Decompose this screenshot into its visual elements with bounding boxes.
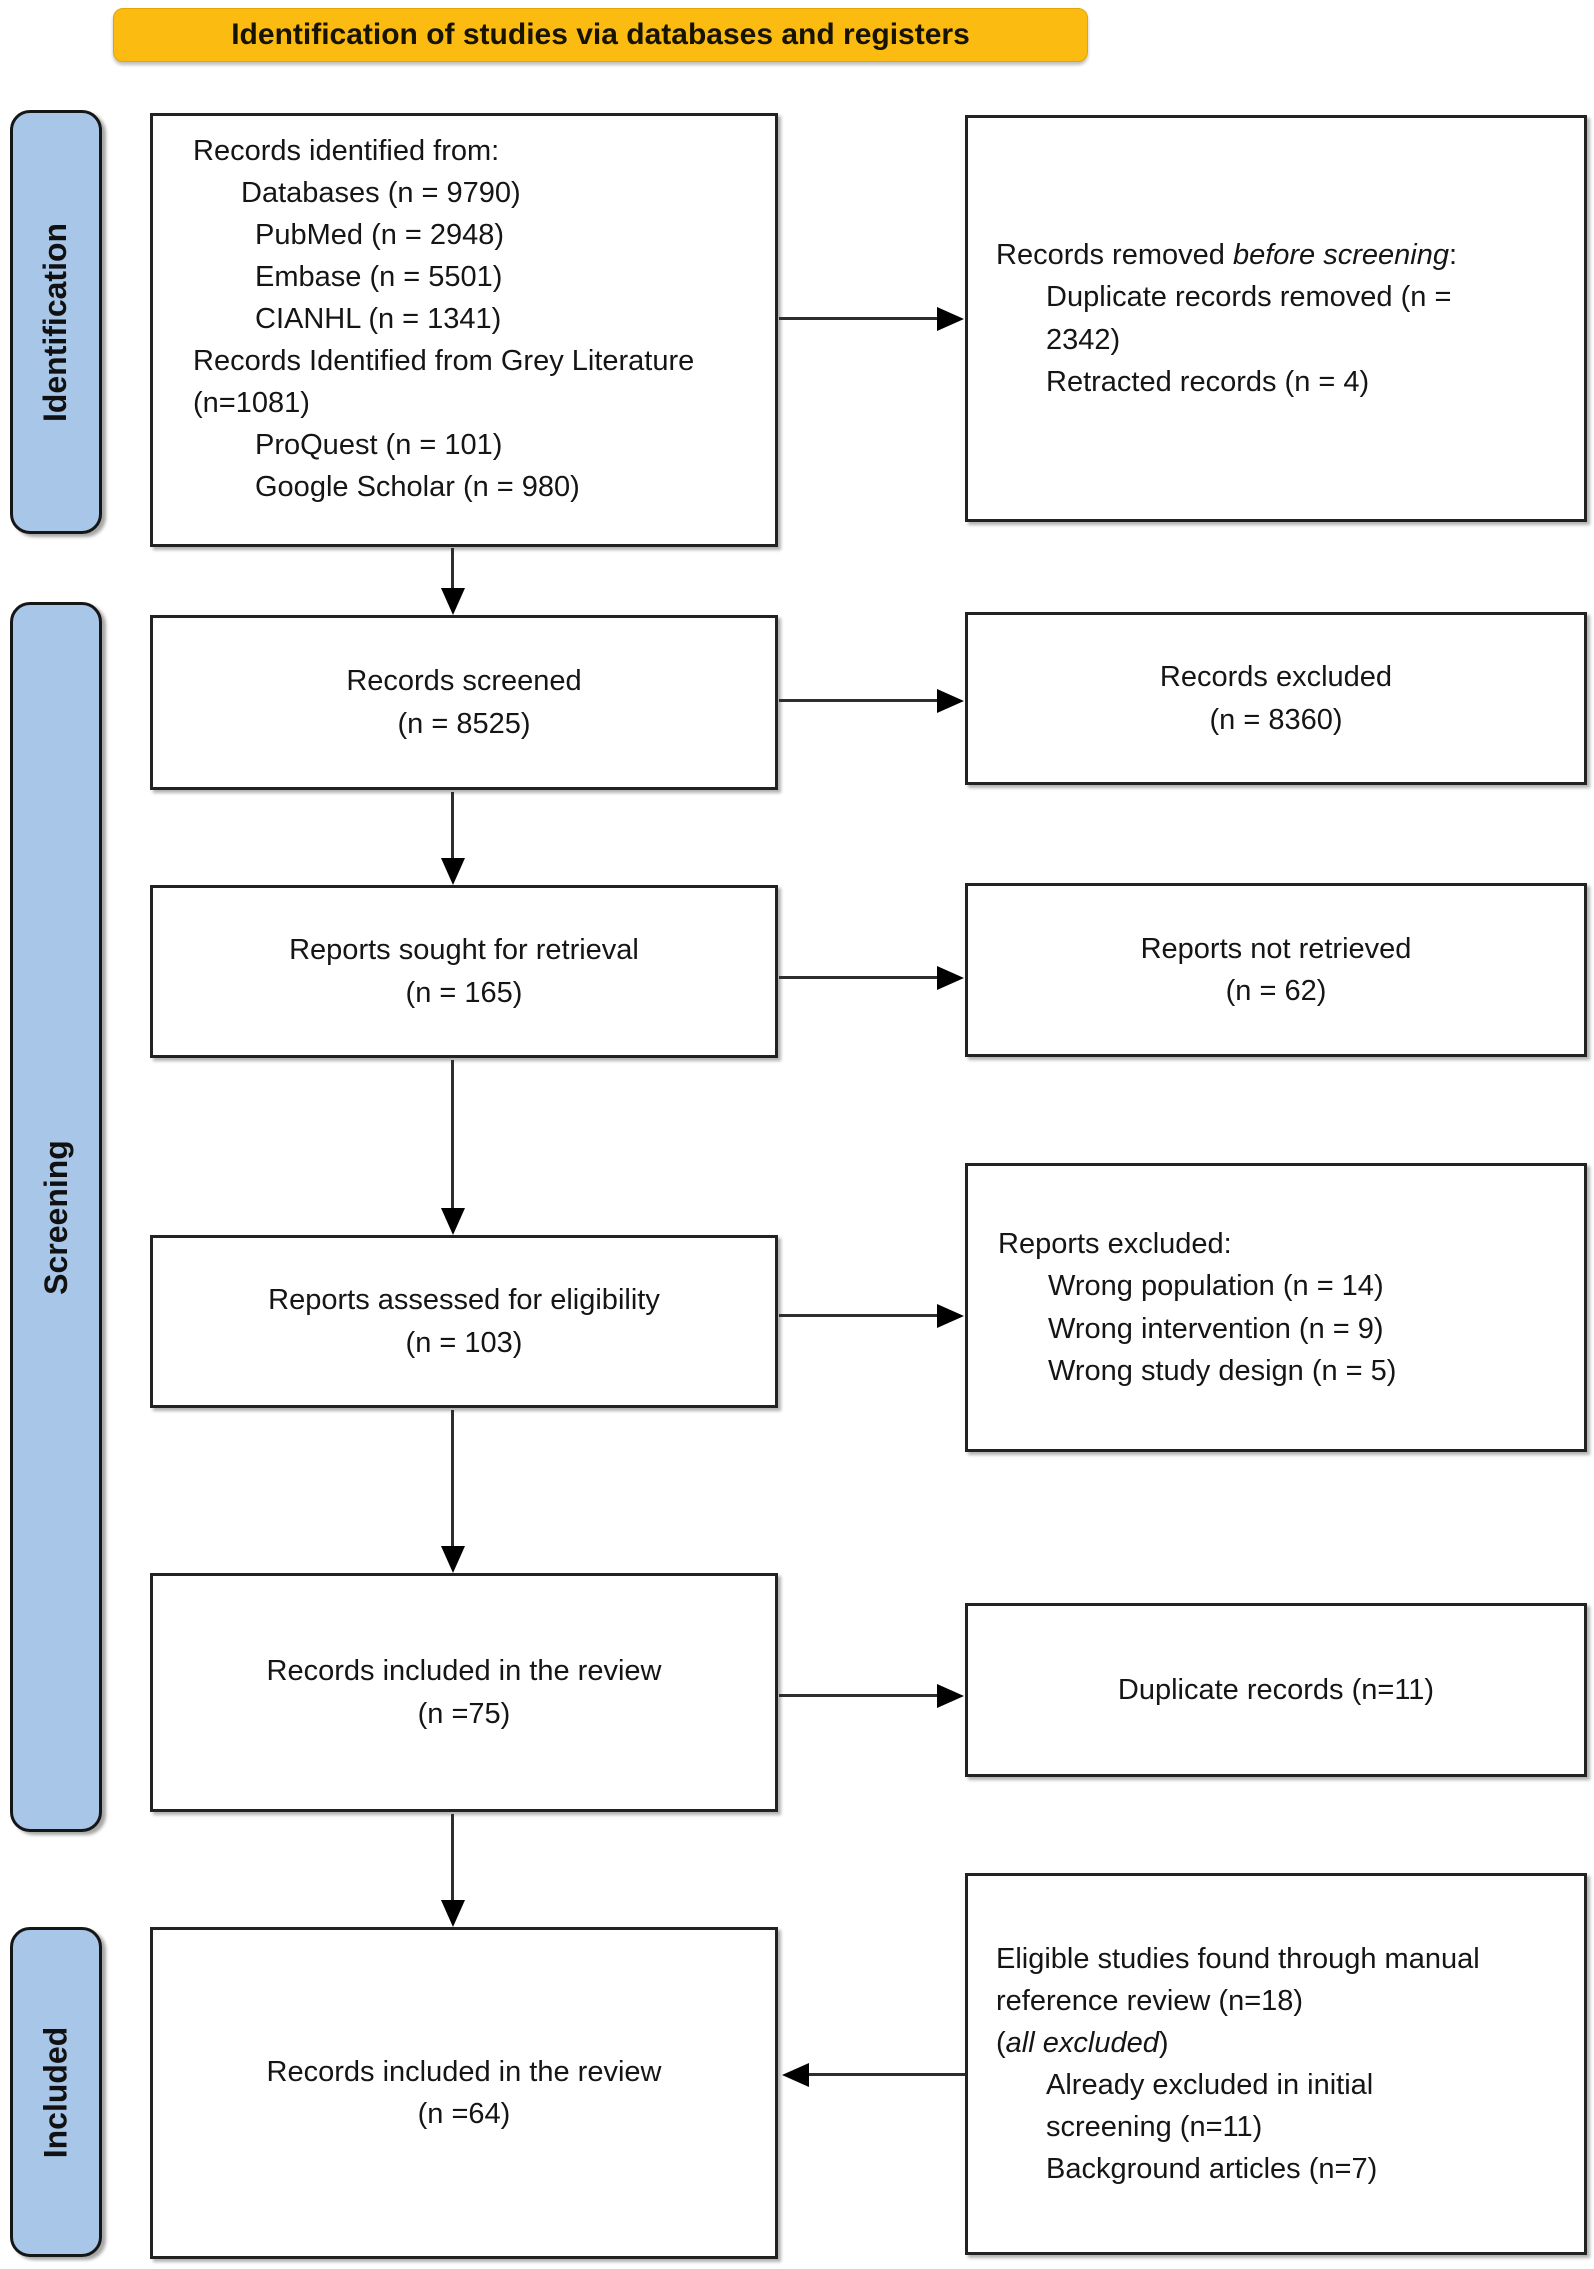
arrow-sought-to-not-retrieved xyxy=(779,976,939,979)
reports-assessed-label: Reports assessed for eligibility xyxy=(268,1284,660,1317)
reports-sought-count: (n = 165) xyxy=(405,976,523,1009)
box-records-excluded: Records excluded (n = 8360) xyxy=(965,612,1587,785)
manual-review-note-close: ) xyxy=(1158,2026,1169,2059)
arrow-screened-to-sought xyxy=(451,792,454,859)
records-removed-item: Retracted records (n = 4) xyxy=(1046,365,1370,398)
box-records-identified: Records identified from: Databases (n = … xyxy=(150,113,778,547)
records-removed-item: Duplicate records removed (n = 2342) xyxy=(1046,281,1452,356)
reports-excluded-item: Wrong population (n = 14) xyxy=(1048,1270,1384,1303)
arrow-manual-review-to-included64 xyxy=(807,2073,965,2076)
box-records-screened: Records screened (n = 8525) xyxy=(150,615,778,790)
reports-excluded-item: Wrong study design (n = 5) xyxy=(1048,1354,1397,1387)
records-removed-intro-italic: before screening xyxy=(1232,239,1449,272)
records-identified-line: Embase (n = 5501) xyxy=(255,261,503,294)
diagram-title-banner: Identification of studies via databases … xyxy=(113,8,1088,62)
reports-sought-label: Reports sought for retrieval xyxy=(289,934,639,967)
arrow-assessed-to-included75 xyxy=(451,1410,454,1547)
records-identified-line: PubMed (n = 2948) xyxy=(255,219,505,252)
arrow-identified-to-removed xyxy=(779,317,939,320)
records-identified-line: CIANHL (n = 1341) xyxy=(255,303,502,336)
box-manual-reference-review: Eligible studies found through manual re… xyxy=(965,1873,1587,2255)
records-removed-intro: Records removed before screening: xyxy=(996,234,1544,276)
records-excluded-count: (n = 8360) xyxy=(1209,703,1343,736)
box-duplicate-records: Duplicate records (n=11) xyxy=(965,1603,1587,1777)
stage-screening-label: Screening xyxy=(37,1139,74,1295)
arrow-identified-to-screened xyxy=(451,548,454,589)
box-reports-assessed: Reports assessed for eligibility (n = 10… xyxy=(150,1235,778,1408)
manual-review-item: Background articles (n=7) xyxy=(1046,2153,1378,2186)
records-identified-line: ProQuest (n = 101) xyxy=(255,429,503,462)
arrow-assessed-to-reports-excluded xyxy=(779,1314,939,1317)
stage-included-label: Included xyxy=(37,2026,74,2158)
records-identified-line: Records Identified from Grey Literature … xyxy=(193,345,695,420)
stage-identification-label: Identification xyxy=(37,222,74,422)
stage-screening: Screening xyxy=(10,602,102,1832)
box-reports-not-retrieved: Reports not retrieved (n = 62) xyxy=(965,883,1587,1057)
reports-assessed-count: (n = 103) xyxy=(405,1326,523,1359)
box-records-included-64: Records included in the review (n =64) xyxy=(150,1927,778,2259)
records-identified-line: Databases (n = 9790) xyxy=(241,177,521,210)
records-identified-line: Google Scholar (n = 980) xyxy=(255,471,580,504)
manual-review-note-open: ( xyxy=(996,2026,1006,2059)
arrow-screened-to-excluded xyxy=(779,699,939,702)
records-included-75-label: Records included in the review xyxy=(266,1655,662,1688)
arrow-sought-to-assessed xyxy=(451,1060,454,1209)
manual-review-intro: Eligible studies found through manual re… xyxy=(996,1942,1480,2017)
manual-review-note-italic: all excluded xyxy=(1005,2026,1159,2059)
stage-identification: Identification xyxy=(10,110,102,534)
reports-not-retrieved-count: (n = 62) xyxy=(1225,975,1327,1007)
diagram-title: Identification of studies via databases … xyxy=(231,18,970,51)
records-screened-label: Records screened xyxy=(346,665,582,698)
duplicate-records-label: Duplicate records (n=11) xyxy=(1117,1673,1435,1706)
records-identified-line: Records identified from: xyxy=(193,135,500,167)
reports-excluded-item: Wrong intervention (n = 9) xyxy=(1048,1312,1384,1345)
records-removed-intro-suffix: : xyxy=(1448,239,1458,272)
manual-review-note: (all excluded) xyxy=(996,2022,1504,2064)
box-reports-excluded: Reports excluded: Wrong population (n = … xyxy=(965,1163,1587,1452)
stage-included: Included xyxy=(10,1927,102,2257)
arrow-included75-to-duplicates xyxy=(779,1694,939,1697)
records-included-64-label: Records included in the review xyxy=(266,2055,662,2088)
records-screened-count: (n = 8525) xyxy=(397,707,531,740)
box-reports-sought: Reports sought for retrieval (n = 165) xyxy=(150,885,778,1058)
manual-review-item: Already excluded in initial screening (n… xyxy=(1046,2069,1374,2144)
reports-excluded-intro: Reports excluded: xyxy=(998,1228,1232,1261)
records-excluded-label: Records excluded xyxy=(1159,661,1393,694)
box-records-included-75: Records included in the review (n =75) xyxy=(150,1573,778,1812)
box-records-removed: Records removed before screening: Duplic… xyxy=(965,115,1587,522)
arrow-included75-to-included64 xyxy=(451,1814,454,1901)
records-included-75-count: (n =75) xyxy=(417,1697,511,1730)
records-included-64-count: (n =64) xyxy=(417,2098,511,2130)
reports-not-retrieved-label: Reports not retrieved xyxy=(1140,932,1412,965)
records-removed-intro-text: Records removed xyxy=(996,239,1233,272)
